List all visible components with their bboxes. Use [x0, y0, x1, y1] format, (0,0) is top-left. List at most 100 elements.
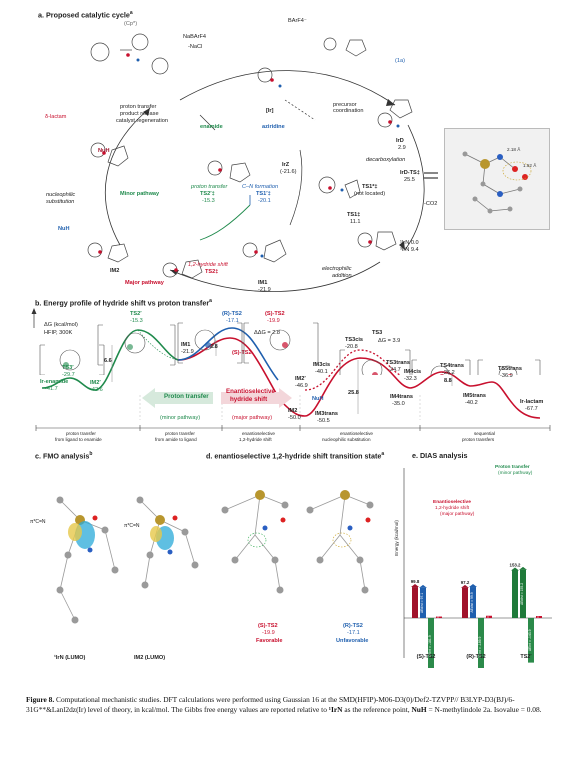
- energy-profile: [31, 308, 541, 420]
- stage-3b: 1,2-hydride shift: [239, 437, 272, 442]
- dias-bar: [436, 616, 442, 618]
- dias-bar: [470, 587, 476, 618]
- lv-im2p-val: -42.6: [90, 387, 103, 393]
- d-left-value: -19.9: [262, 630, 275, 636]
- stage-2a: proton transfer: [165, 431, 195, 436]
- lv-sts2-val: -19.9: [267, 318, 280, 324]
- ts1prime: TS1′‡: [256, 191, 271, 197]
- cycle-arc-left: [104, 107, 151, 246]
- ts2prime: TS2′‡: [200, 191, 215, 197]
- stage-1b: from ligand to enamide: [55, 437, 102, 442]
- lv-im4cis-val: -32.3: [404, 376, 417, 382]
- dias-bar-tip: [511, 567, 519, 571]
- dias-bar: [512, 570, 518, 618]
- lv-im2p: IM2′: [90, 380, 101, 386]
- b-minor: (minor pathway): [160, 415, 201, 421]
- nuh-a: NuH: [58, 226, 70, 232]
- im1-a-val: -21.9: [258, 287, 271, 293]
- lv-im5trans: IM5trans: [463, 393, 487, 399]
- minor-a: Minor pathway: [120, 191, 160, 197]
- im2-a: IM2: [110, 268, 120, 274]
- e-legend-red-2: 1,2-hydride shift: [435, 506, 470, 511]
- dias-bar-label: ΔEdist = 155.2: [520, 583, 524, 605]
- dias-bar-tip: [411, 584, 419, 588]
- lv-im2p2-val: -46.9: [295, 383, 308, 389]
- dias-category-label: (R)-TS2: [466, 654, 485, 660]
- lv-im1-val: -21.9: [181, 349, 194, 355]
- electrophilic-1: electrophilic: [322, 266, 352, 272]
- lv-ts2p-val: -15.3: [130, 318, 143, 324]
- lv-ts5trans-val: -36.9: [500, 373, 513, 379]
- gap-2: 2.8: [210, 344, 218, 350]
- d-right-verdict: Unfavorable: [336, 638, 369, 644]
- dias-bar-tip: [419, 584, 427, 588]
- catalyst-center: [Ir]: [266, 108, 274, 114]
- stage-5a: sequential: [474, 431, 495, 436]
- dias-bar: [528, 618, 534, 663]
- lv-ts5trans: TS5trans: [498, 366, 522, 372]
- panel-b-title: b. Energy profile of hydride shift vs pr…: [35, 298, 212, 308]
- cycle-arc-top: [179, 70, 396, 106]
- b-major: (major pathway): [232, 415, 273, 421]
- delta-lactam: δ-lactam: [45, 114, 67, 120]
- cn-formation: C–N formation: [242, 184, 279, 190]
- reagent-label: NaBArF4: [183, 34, 207, 40]
- gap-1: 6.6: [104, 358, 112, 364]
- orb-label-1: π*C=N: [30, 519, 46, 525]
- stage-strip: [35, 425, 551, 431]
- nuh-a2: NuH: [98, 148, 110, 154]
- ts2-a: TS2‡: [205, 269, 219, 275]
- byproduct-label: -NaCl: [188, 44, 203, 50]
- caption-note-b: Isovalue = 0.08.: [493, 704, 542, 714]
- lv-im2p2: IM2′: [295, 376, 306, 382]
- stage-5b: proton transfers: [462, 437, 495, 442]
- decarboxylation: decarboxylation: [366, 157, 406, 163]
- dias-bar-label: ΔEdist = 99.9: [470, 592, 474, 612]
- dias-bar: [486, 615, 492, 618]
- lv-im4cis: IM4cis: [404, 369, 422, 375]
- ddg1: ΔΔG = 2.8: [254, 330, 280, 336]
- lv-ir-enamide-val: -41.7: [45, 386, 58, 392]
- panel-b-structures: [39, 322, 541, 375]
- lv-ts3p: TS3′: [62, 365, 74, 371]
- lv-rts2-val: -17.1: [226, 318, 239, 324]
- dist-2: 1.52 Å: [523, 163, 537, 168]
- fmo-label-1: ¹IrN (LUMO): [54, 655, 86, 661]
- b-nuh: NuH: [312, 396, 324, 402]
- gap-4: 8.8: [444, 378, 452, 384]
- dias-bar-label: ΔEint = -143.9: [528, 629, 532, 651]
- e-legend-green-2: (minor pathway): [498, 471, 533, 476]
- lv-ts4trans: TS4trans: [440, 363, 464, 369]
- panel-a-title: a. Proposed catalytic cyclea: [38, 10, 133, 20]
- lv-ir-lactam-val: -67.7: [525, 406, 538, 412]
- d-left-verdict: Favorable: [256, 638, 283, 644]
- lv-ts3cis-val: -20.8: [345, 344, 358, 350]
- d-right-name: (R)-TS2: [343, 623, 363, 629]
- ts2prime-val: -15.3: [202, 198, 215, 204]
- ts1star-note: (not located): [354, 191, 386, 197]
- dias-bar-label: ΔE = 4.7: [436, 611, 440, 624]
- major-a: Major pathway: [125, 280, 164, 286]
- dias-top-value: 97.2: [461, 580, 470, 585]
- dias-bar-label: ΔEdist = 97.1: [420, 593, 424, 613]
- dias-bar-label: ΔE = 6.4: [536, 610, 540, 623]
- ird-ts-3d-structure: 2.18 Å 1.52 Å: [444, 128, 550, 230]
- red-dotted-path: [304, 349, 401, 391]
- panel-a-cycle: [87, 33, 425, 292]
- dias-bar-label: ΔE = 7.3: [486, 610, 490, 623]
- caption-text: Computational mechanistic studies. DFT c…: [26, 695, 515, 714]
- e-legend-red-1: Enantioselective: [433, 500, 471, 505]
- gap-3: 25.8: [348, 390, 359, 396]
- fmo-label-2: IM2 (LUMO): [134, 655, 166, 661]
- stage-2b: from amide to ligand: [155, 437, 197, 442]
- irn-1: ¹IrN 0.0: [400, 240, 419, 246]
- lv-im3cis-val: -40.1: [315, 369, 328, 375]
- irz: IrZ: [282, 162, 290, 168]
- panel-d-title: d. enantioselective 1,2-hydride shift tr…: [206, 451, 385, 461]
- barf-label: BArF4⁻: [288, 18, 307, 24]
- left-top-l1: proton transfer: [120, 104, 157, 110]
- green-path: [41, 329, 179, 391]
- dias-bar: [478, 618, 484, 668]
- ird-label: IrD: [396, 138, 404, 144]
- cp-label: (Cp*): [124, 21, 138, 27]
